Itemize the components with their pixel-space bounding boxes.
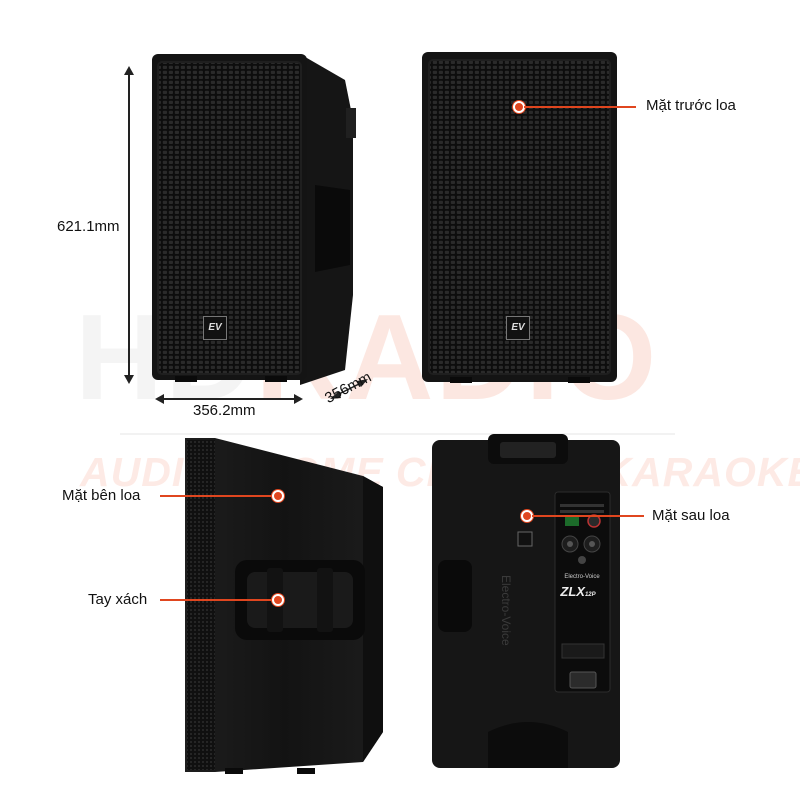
- ev-logo-badge-front: EV: [506, 316, 530, 340]
- back-callout-line: [532, 515, 644, 517]
- speaker-back-view: [432, 434, 620, 768]
- speaker-side-view: [185, 438, 383, 774]
- height-label: 621.1mm: [57, 218, 120, 235]
- watermark-divider: [120, 433, 675, 435]
- height-arrow-bottom: [124, 375, 134, 384]
- speaker-front-view: [422, 52, 617, 383]
- handle-callout-dot: [272, 594, 284, 606]
- brand-side-text: Electro-Voice: [499, 575, 513, 646]
- side-callout-line: [160, 495, 272, 497]
- width-arrow-left: [155, 394, 164, 404]
- handle-callout-line: [160, 599, 272, 601]
- panel-model-text: ZLX12P: [560, 584, 596, 599]
- panel-brand-text: Electro-Voice: [564, 574, 600, 580]
- width-arrow-right: [294, 394, 303, 404]
- handle-callout-label: Tay xách: [88, 591, 148, 608]
- ev-logo-badge: EV: [203, 316, 227, 340]
- side-callout-label: Mặt bên loa: [62, 487, 141, 504]
- back-callout-label: Mặt sau loa: [652, 507, 730, 524]
- front-callout-label: Mặt trước loa: [646, 97, 736, 114]
- height-dimension-line: [128, 72, 130, 377]
- speaker-angled-view: [152, 54, 356, 385]
- side-callout-dot: [272, 490, 284, 502]
- depth-dimension-line: [330, 379, 368, 399]
- model-suffix: 12P: [584, 592, 596, 598]
- width-label: 356.2mm: [193, 402, 256, 419]
- model-name: ZLX: [560, 584, 585, 599]
- front-callout-line: [524, 106, 636, 108]
- width-dimension-line: [162, 398, 295, 400]
- height-arrow-top: [124, 66, 134, 75]
